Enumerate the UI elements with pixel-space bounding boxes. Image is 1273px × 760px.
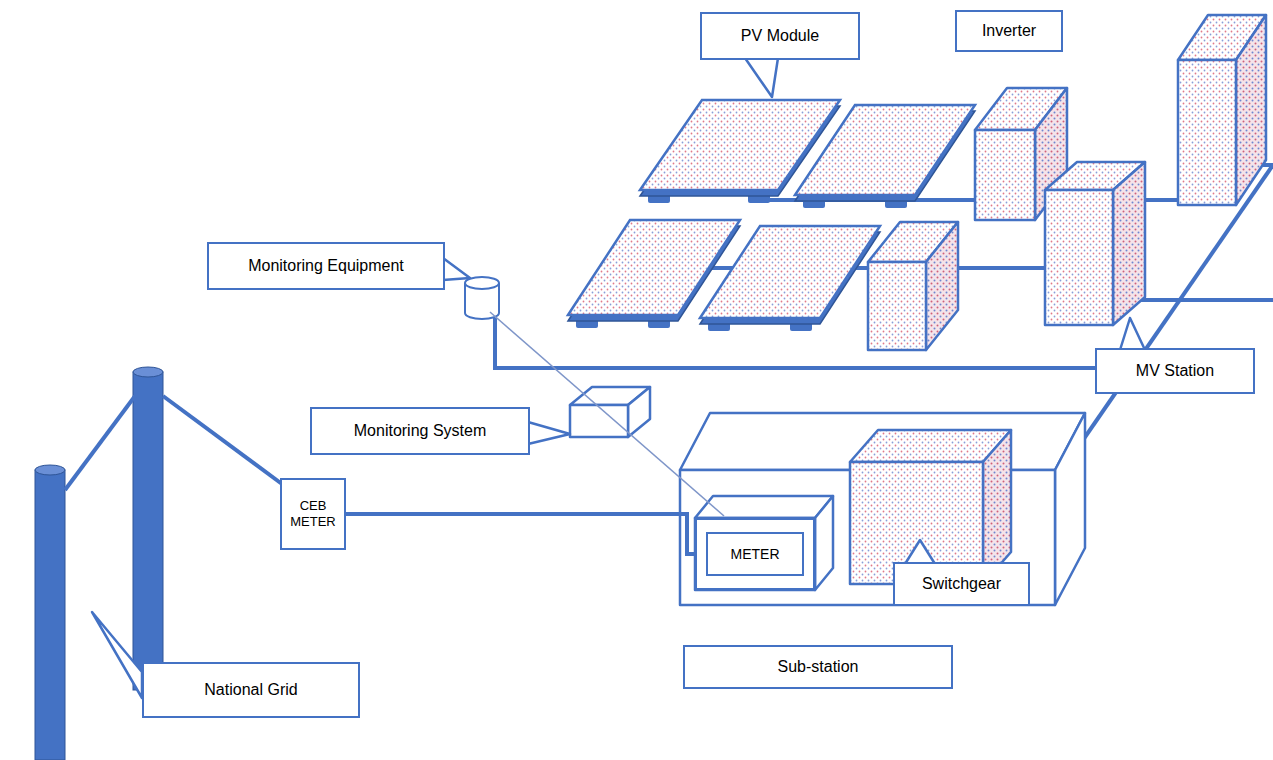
cube-front bbox=[570, 405, 628, 437]
cube-front bbox=[1178, 60, 1236, 205]
node-text: Switchgear bbox=[922, 574, 1001, 593]
pv-panel bbox=[700, 226, 880, 331]
label-box: Sub-station bbox=[683, 645, 953, 689]
pv-panel bbox=[795, 105, 975, 208]
cube-front bbox=[975, 130, 1035, 220]
substation-enclosure bbox=[680, 413, 1085, 605]
grid-wires bbox=[65, 396, 282, 490]
node-text: Sub-station bbox=[778, 657, 859, 676]
panel-face bbox=[700, 226, 880, 318]
callout-box: Monitoring Equipment bbox=[207, 242, 445, 290]
node-text: MV Station bbox=[1136, 361, 1214, 380]
node-text: Monitoring Equipment bbox=[248, 256, 404, 275]
cube-side bbox=[815, 496, 833, 590]
cube-side bbox=[1113, 162, 1145, 325]
cable-connector bbox=[346, 514, 695, 554]
meter-box: METER bbox=[695, 518, 815, 590]
callout-box: PV Module bbox=[700, 12, 860, 60]
cube-front bbox=[868, 262, 926, 350]
switchgear-cabinet bbox=[850, 430, 1011, 584]
node-text: PV Module bbox=[741, 26, 819, 45]
callout-box: National Grid bbox=[142, 662, 360, 718]
inverter-cabinet bbox=[1178, 15, 1266, 205]
monitoring-cylinder bbox=[465, 277, 499, 319]
node-text: Inverter bbox=[982, 21, 1036, 40]
cube-side bbox=[1236, 15, 1266, 205]
cube-side bbox=[926, 222, 958, 350]
cube-side bbox=[628, 387, 650, 437]
node-text: National Grid bbox=[204, 680, 297, 699]
monitoring-system-box bbox=[570, 387, 650, 437]
cube-side bbox=[983, 430, 1011, 584]
panel-face bbox=[795, 105, 975, 195]
callout-box: Inverter bbox=[955, 10, 1063, 52]
cube-side bbox=[1055, 413, 1085, 605]
callout-box: Monitoring System bbox=[310, 407, 530, 455]
meter-housing bbox=[695, 496, 833, 590]
cube-top bbox=[695, 496, 833, 518]
node-text: METER bbox=[706, 532, 804, 577]
node-text: CEB METER bbox=[286, 498, 340, 529]
cube-front bbox=[1045, 190, 1113, 325]
equipment-shapes bbox=[568, 15, 1266, 605]
meter-box: CEB METER bbox=[280, 478, 346, 550]
callout-box: MV Station bbox=[1095, 348, 1255, 394]
inverter-cabinet bbox=[868, 222, 958, 350]
callout-tails bbox=[92, 58, 1145, 698]
cube-front bbox=[695, 518, 815, 590]
node-text: Monitoring System bbox=[354, 421, 487, 440]
callout-box: Switchgear bbox=[893, 562, 1030, 606]
cable-lines bbox=[495, 165, 1273, 495]
mv-station-cabinet bbox=[1045, 162, 1145, 325]
